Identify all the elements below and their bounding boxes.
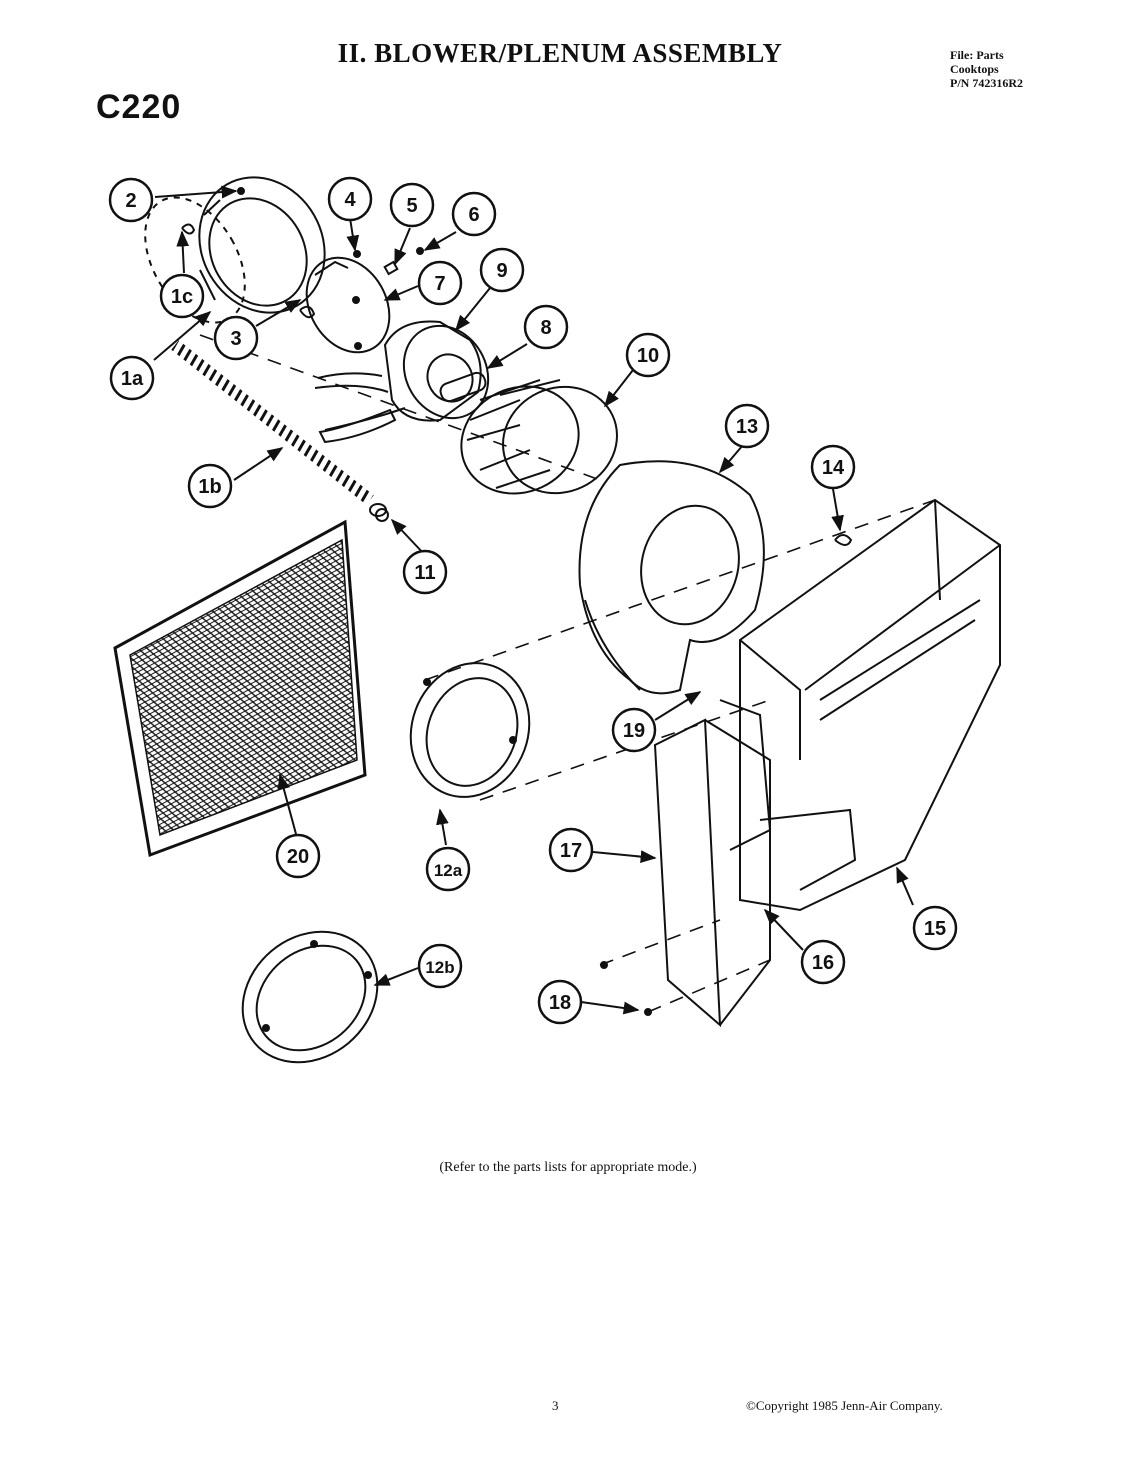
callout-label: 10 bbox=[637, 345, 659, 367]
copyright: ©Copyright 1985 Jenn-Air Company. bbox=[746, 1398, 943, 1413]
callout-label: 2 bbox=[125, 190, 136, 212]
callout-circle bbox=[213, 315, 259, 361]
callout-12b: 12b bbox=[417, 943, 463, 989]
callout-circle bbox=[159, 273, 205, 319]
callout-20: 20 bbox=[275, 833, 321, 879]
callout-18: 18 bbox=[537, 979, 583, 1025]
callout-label: 7 bbox=[434, 273, 445, 295]
callout-circle bbox=[109, 355, 155, 401]
blower-wheel bbox=[460, 379, 618, 495]
page-number: 3 bbox=[552, 1398, 559, 1413]
callout-label: 6 bbox=[468, 204, 479, 226]
callout-label: 1c bbox=[171, 286, 193, 308]
callout-circle bbox=[108, 177, 154, 223]
callout-circle bbox=[389, 182, 435, 228]
callout-15: 15 bbox=[912, 905, 958, 951]
callout-11: 11 bbox=[402, 549, 448, 595]
callout-13: 13 bbox=[724, 403, 770, 449]
callout-1b: 1b bbox=[187, 463, 233, 509]
callout-circle bbox=[275, 833, 321, 879]
parts-illustration bbox=[113, 176, 1001, 1064]
callout-5: 5 bbox=[389, 182, 435, 228]
callout-circle bbox=[417, 260, 463, 306]
callout-label: 8 bbox=[540, 317, 551, 339]
callout-4: 4 bbox=[327, 176, 373, 222]
callout-circle bbox=[451, 191, 497, 237]
side-panel bbox=[653, 699, 857, 1028]
callout-circle bbox=[912, 905, 958, 951]
callout-label: 12a bbox=[434, 861, 463, 880]
blower-motor bbox=[314, 320, 490, 444]
callout-circle bbox=[800, 939, 846, 985]
page-title: II. BLOWER/PLENUM ASSEMBLY bbox=[337, 38, 783, 68]
callout-1c: 1c bbox=[159, 273, 205, 319]
callout-16: 16 bbox=[800, 939, 846, 985]
callout-circle bbox=[625, 332, 671, 378]
callout-label: 9 bbox=[496, 260, 507, 282]
plenum-box bbox=[739, 498, 1001, 912]
callout-label: 19 bbox=[623, 720, 645, 742]
callout-2: 2 bbox=[108, 177, 154, 223]
callout-14: 14 bbox=[810, 444, 856, 490]
callout-circle bbox=[417, 943, 463, 989]
callout-circle bbox=[611, 707, 657, 753]
callout-10: 10 bbox=[625, 332, 671, 378]
callout-1a: 1a bbox=[109, 355, 155, 401]
filter-grille bbox=[113, 519, 367, 858]
file-line: Cooktops bbox=[950, 62, 999, 76]
callout-label: 13 bbox=[736, 416, 758, 438]
callout-17: 17 bbox=[548, 827, 594, 873]
callout-label: 1a bbox=[121, 368, 144, 390]
callout-label: 12b bbox=[425, 958, 454, 977]
callout-8: 8 bbox=[523, 304, 569, 350]
file-line: File: Parts bbox=[950, 48, 1004, 62]
callout-label: 3 bbox=[230, 328, 241, 350]
callout-circle bbox=[425, 846, 471, 892]
callout-circle bbox=[402, 549, 448, 595]
callout-label: 14 bbox=[822, 457, 845, 479]
callout-circle bbox=[810, 444, 856, 490]
callout-group: 2 1c 3 1a 4 5 6 7 9 8 10 1b 11 13 14 19 20 12a 17 15 16 12b 18 bbox=[108, 176, 958, 1025]
callout-9: 9 bbox=[479, 247, 525, 293]
callout-label: 1b bbox=[198, 476, 221, 498]
callout-circle bbox=[187, 463, 233, 509]
file-info: File: Parts Cooktops P/N 742316R2 bbox=[950, 48, 1023, 90]
callout-12a: 12a bbox=[425, 846, 471, 892]
callout-circle bbox=[479, 247, 525, 293]
callout-circle bbox=[548, 827, 594, 873]
model-number: C220 bbox=[96, 88, 182, 126]
callout-label: 4 bbox=[344, 189, 356, 211]
coil-cord bbox=[171, 340, 374, 505]
callout-label: 18 bbox=[549, 992, 571, 1014]
callout-6: 6 bbox=[451, 191, 497, 237]
file-line: P/N 742316R2 bbox=[950, 76, 1023, 90]
blower-housing bbox=[578, 460, 765, 695]
callout-circle bbox=[523, 304, 569, 350]
callout-label: 5 bbox=[406, 195, 417, 217]
callout-label: 15 bbox=[924, 918, 946, 940]
mounting-plate bbox=[299, 256, 391, 354]
callout-circle bbox=[327, 176, 373, 222]
collar-ring bbox=[144, 176, 326, 324]
callout-3: 3 bbox=[213, 315, 259, 361]
callout-circle bbox=[537, 979, 583, 1025]
callout-label: 20 bbox=[287, 846, 309, 868]
callout-label: 11 bbox=[414, 562, 435, 584]
callout-7: 7 bbox=[417, 260, 463, 306]
callout-label: 17 bbox=[560, 840, 582, 862]
refer-note: (Refer to the parts lists for appropriat… bbox=[439, 1160, 697, 1175]
mounting-ring-a bbox=[409, 662, 531, 798]
callout-19: 19 bbox=[611, 707, 657, 753]
leader-lines bbox=[153, 185, 914, 1015]
gasket-ring-b bbox=[241, 930, 379, 1064]
callout-label: 16 bbox=[812, 952, 834, 974]
callout-circle bbox=[724, 403, 770, 449]
